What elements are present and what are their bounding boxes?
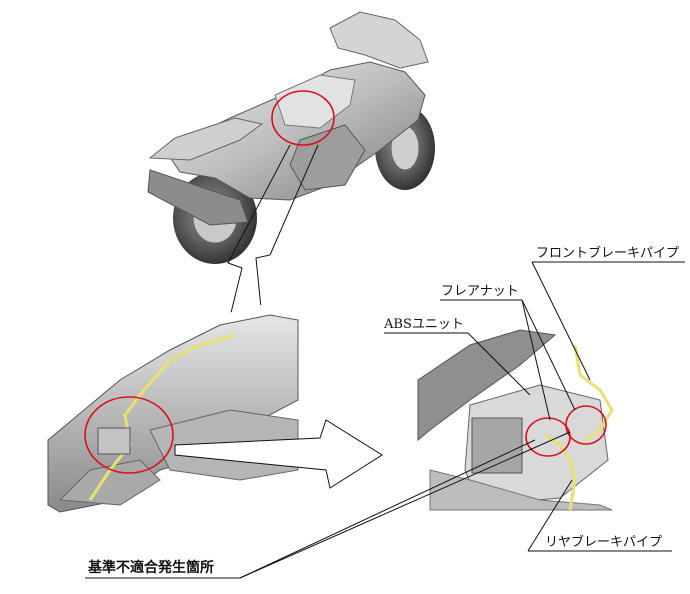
abs-closeup <box>417 329 614 511</box>
engine <box>289 124 366 191</box>
label-rear-brake-pipe: リヤブレーキパイプ <box>545 535 663 550</box>
label-abs-unit: ABSユニット <box>384 317 464 332</box>
leader-nonconformity-2 <box>239 431 571 579</box>
motorcycle-illustration <box>147 11 435 264</box>
leader-rear-brake-pipe <box>527 479 573 552</box>
seat-tail <box>148 117 264 161</box>
zoom-arrow <box>174 419 383 489</box>
leader-nonconformity-1 <box>239 439 536 579</box>
highlight-circle-flare-nut-right <box>565 405 607 445</box>
frame-bracket <box>58 459 161 506</box>
frame-closeup <box>45 300 300 515</box>
leader-flare-nut-1 <box>521 299 551 421</box>
frame-main-rail <box>47 314 299 513</box>
highlight-circle-motorcycle <box>271 90 335 146</box>
leader-front-brake-pipe <box>531 261 591 381</box>
label-flare-nut: フレアナット <box>441 284 519 299</box>
zoom-leader-1 <box>227 144 319 326</box>
label-nonconformity-location: 基準不適合発生箇所 <box>88 560 214 576</box>
fuel-tank <box>274 74 356 129</box>
muffler <box>147 169 249 226</box>
label-front-brake-pipe: フロントブレーキパイプ <box>536 246 680 261</box>
brake-pipe-frame-view <box>88 333 236 501</box>
front-brake-pipe <box>573 344 614 442</box>
leader-lines <box>85 261 685 579</box>
highlight-circle-frame <box>84 396 174 474</box>
abs-closeup-frame <box>417 329 557 442</box>
leader-flare-nut-2 <box>521 299 576 411</box>
front-cowl <box>329 11 429 69</box>
abs-unit-small <box>97 427 131 455</box>
abs-closeup-lower <box>429 469 613 511</box>
rear-brake-pipe <box>544 433 577 511</box>
leader-abs-unit <box>467 332 531 396</box>
